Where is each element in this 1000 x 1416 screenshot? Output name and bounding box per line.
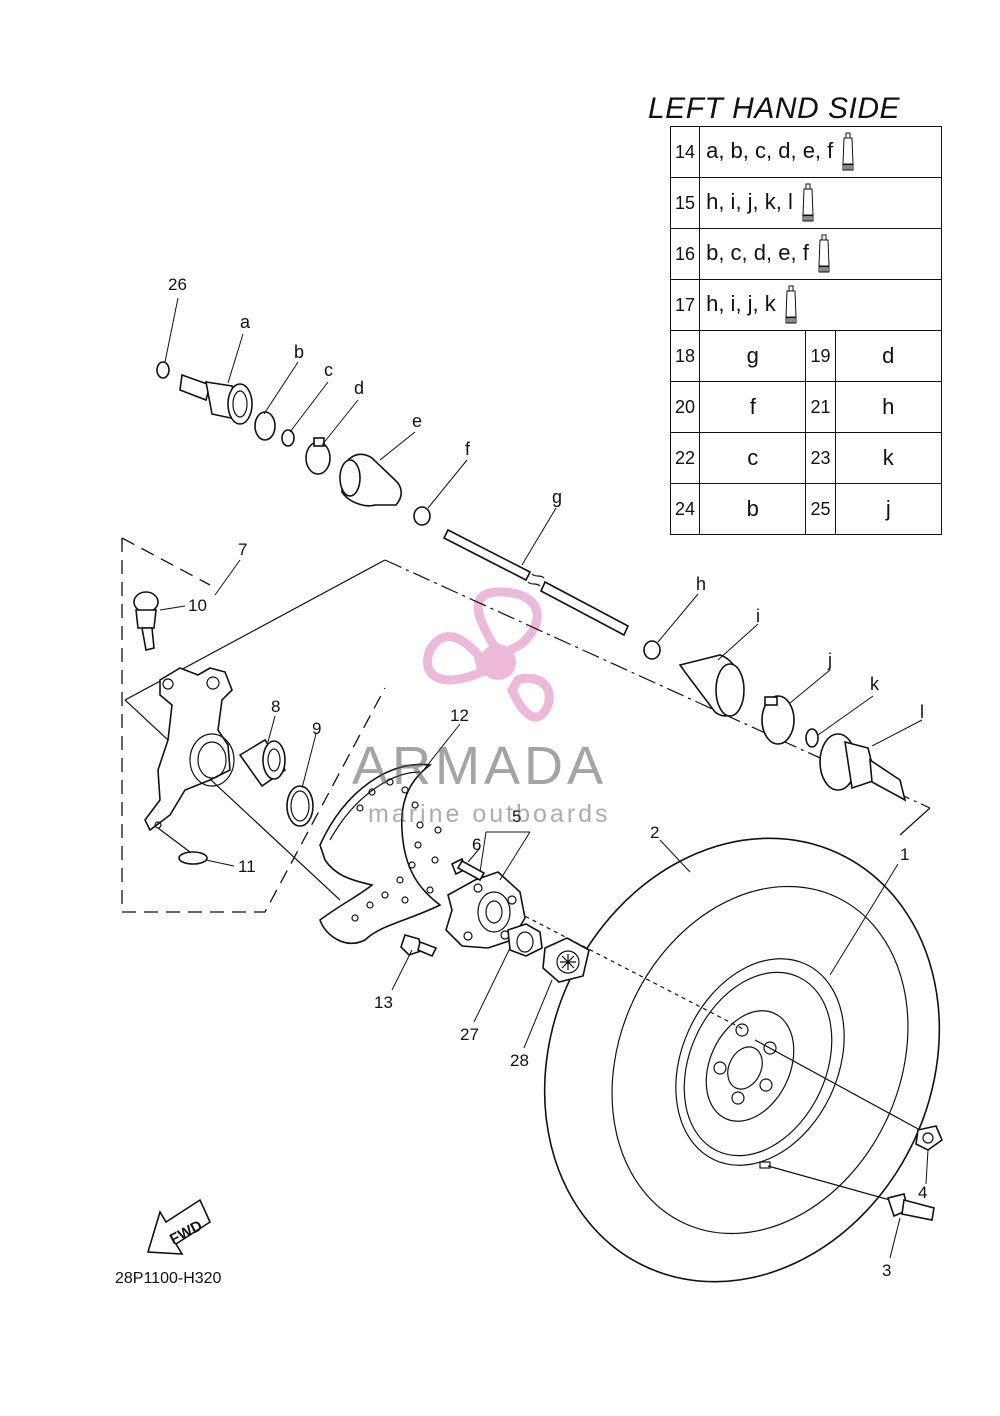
callout-13: 13 bbox=[374, 993, 393, 1012]
callout-k: k bbox=[870, 674, 880, 694]
row-part: h bbox=[834, 381, 943, 433]
grease-tube-icon bbox=[818, 234, 830, 273]
row-number: 16 bbox=[669, 228, 701, 280]
wheel-bearing bbox=[238, 738, 287, 788]
row-part: f bbox=[699, 381, 807, 433]
row-letters: b, c, d, e, f bbox=[706, 239, 809, 265]
table-title: LEFT HAND SIDE bbox=[648, 92, 901, 125]
callout-5: 5 bbox=[512, 807, 521, 826]
brake-disc bbox=[319, 763, 442, 945]
row-letters: h, i, j, k, l bbox=[706, 188, 793, 214]
callout-2: 2 bbox=[650, 823, 659, 842]
row-letters: h, i, j, k bbox=[706, 290, 776, 316]
knuckle-group-outline bbox=[121, 538, 386, 913]
callout-6: 6 bbox=[472, 835, 481, 854]
row-parts: h, i, j, k bbox=[699, 279, 942, 331]
table-row: 20 f 21 h bbox=[669, 381, 943, 433]
table-row: 16 b, c, d, e, f bbox=[669, 228, 942, 280]
callout-c: c bbox=[324, 360, 333, 380]
callout-d: d bbox=[354, 378, 364, 398]
row-number: 17 bbox=[669, 279, 701, 331]
circlip bbox=[286, 785, 314, 827]
row-number: 14 bbox=[669, 126, 701, 178]
circlip-c bbox=[281, 429, 295, 447]
lug-nut bbox=[915, 1125, 943, 1151]
callout-3: 3 bbox=[882, 1261, 891, 1280]
callout-9: 9 bbox=[312, 719, 321, 738]
table-row: 15 h, i, j, k, l bbox=[669, 177, 942, 229]
leader-lines bbox=[159, 297, 929, 1259]
table-row: 17 h, i, j, k bbox=[669, 279, 942, 331]
drive-shaft-g bbox=[442, 528, 630, 637]
row-number: 20 bbox=[669, 381, 701, 433]
axle-nut bbox=[507, 923, 543, 957]
row-part: g bbox=[699, 330, 807, 382]
table-row: 14 a, b, c, d, e, f bbox=[669, 126, 942, 178]
table-row: 22 c 23 k bbox=[669, 432, 943, 484]
hub-bolt bbox=[450, 857, 486, 882]
row-part: d bbox=[834, 330, 943, 382]
callout-28: 28 bbox=[510, 1051, 529, 1070]
watermark-tagline: marine outboards bbox=[368, 800, 611, 828]
watermark-brand: ARMADA bbox=[352, 736, 608, 796]
circlip-k bbox=[805, 728, 819, 748]
callout-11: 11 bbox=[238, 857, 256, 876]
boot-band-h bbox=[643, 640, 661, 660]
circlip-26 bbox=[156, 361, 170, 379]
row-part: b bbox=[699, 483, 807, 535]
row-parts: a, b, c, d, e, f bbox=[699, 126, 942, 178]
table-row: 18 g 19 d bbox=[669, 330, 943, 382]
row-parts: b, c, d, e, f bbox=[699, 228, 942, 280]
callout-a: a bbox=[240, 312, 251, 332]
left-hand-side-table: 14 a, b, c, d, e, f 15 h, i, j, k, l 16 … bbox=[669, 126, 943, 535]
callout-8: 8 bbox=[271, 697, 280, 716]
o-ring-b bbox=[254, 411, 276, 441]
boot-i bbox=[678, 654, 745, 717]
boot-band-j bbox=[761, 695, 795, 745]
grease-tube-icon bbox=[842, 132, 854, 171]
callout-4: 4 bbox=[918, 1183, 927, 1202]
row-number: 25 bbox=[805, 483, 836, 535]
row-number: 18 bbox=[669, 330, 701, 382]
row-part: k bbox=[834, 432, 943, 484]
callout-l: l bbox=[920, 702, 924, 722]
boot-band-d bbox=[305, 437, 331, 475]
row-parts: h, i, j, k, l bbox=[699, 177, 942, 229]
boot-e bbox=[339, 453, 402, 507]
steering-knuckle bbox=[144, 667, 235, 832]
callout-h: h bbox=[696, 574, 706, 594]
callout-27: 27 bbox=[460, 1025, 479, 1044]
callout-7: 7 bbox=[238, 540, 247, 559]
row-number: 21 bbox=[805, 381, 836, 433]
callout-f: f bbox=[465, 439, 471, 459]
row-part: j bbox=[834, 483, 943, 535]
inner-cv-joint-l bbox=[819, 733, 907, 802]
ball-joint bbox=[133, 591, 159, 651]
clip bbox=[178, 851, 208, 865]
disc-bolt bbox=[400, 934, 438, 958]
callout-j: j bbox=[827, 650, 832, 670]
callout-e: e bbox=[412, 411, 422, 431]
table-row: 24 b 25 j bbox=[669, 483, 943, 535]
wheel-assembly bbox=[543, 837, 941, 1283]
boot-band-f bbox=[413, 506, 431, 526]
outer-cv-joint bbox=[179, 373, 253, 425]
callout-10: 10 bbox=[188, 596, 207, 615]
fwd-arrow-icon: FWD bbox=[146, 1198, 212, 1255]
row-letters: a, b, c, d, e, f bbox=[706, 137, 834, 163]
callout-12: 12 bbox=[450, 706, 469, 725]
callout-b: b bbox=[294, 342, 304, 362]
watermark-propeller-icon bbox=[423, 587, 554, 722]
diagram-code: 28P1100-H320 bbox=[115, 1270, 222, 1287]
callout-1: 1 bbox=[900, 845, 909, 864]
wheel-stud bbox=[886, 1193, 935, 1221]
grease-tube-icon bbox=[802, 183, 814, 222]
callout-26: 26 bbox=[168, 275, 187, 294]
callout-g: g bbox=[552, 487, 562, 507]
callout-i: i bbox=[756, 606, 760, 626]
grease-tube-icon bbox=[785, 285, 797, 324]
hub-cap bbox=[542, 937, 590, 983]
row-part: c bbox=[699, 432, 807, 484]
